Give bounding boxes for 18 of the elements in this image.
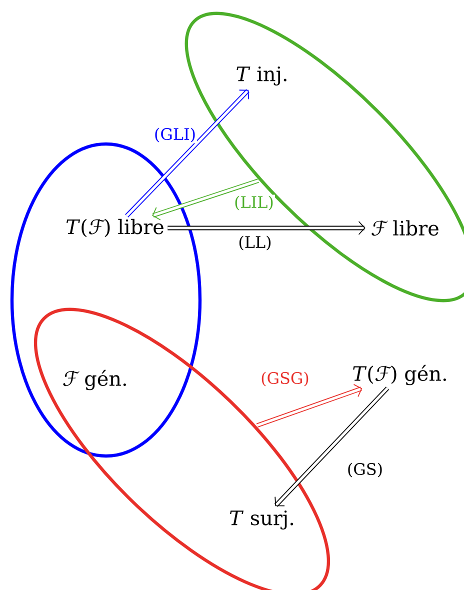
double-arrow — [274, 386, 390, 507]
edge-label: (GS) — [346, 462, 384, 478]
ellipse-outline — [10, 142, 202, 458]
statement-label: T(ℱ) libre — [66, 218, 164, 238]
edge-label: (GSG) — [260, 370, 310, 388]
edge-label: (GLI) — [152, 126, 198, 144]
double-arrow — [152, 178, 259, 220]
statement-label: T surj. — [230, 510, 294, 530]
double-arrow — [256, 384, 362, 428]
statement-label: T(ℱ) gén. — [353, 364, 446, 386]
double-arrow — [125, 89, 250, 218]
edge-label: (LL) — [237, 234, 273, 252]
edge-label: (LIL) — [233, 194, 275, 212]
statement-label: T inj. — [236, 66, 286, 86]
statement-label: ℱ libre — [372, 220, 438, 236]
double-arrow — [168, 221, 366, 235]
ellipse-outline — [34, 308, 330, 590]
statement-label: ℱ gén. — [63, 370, 126, 390]
